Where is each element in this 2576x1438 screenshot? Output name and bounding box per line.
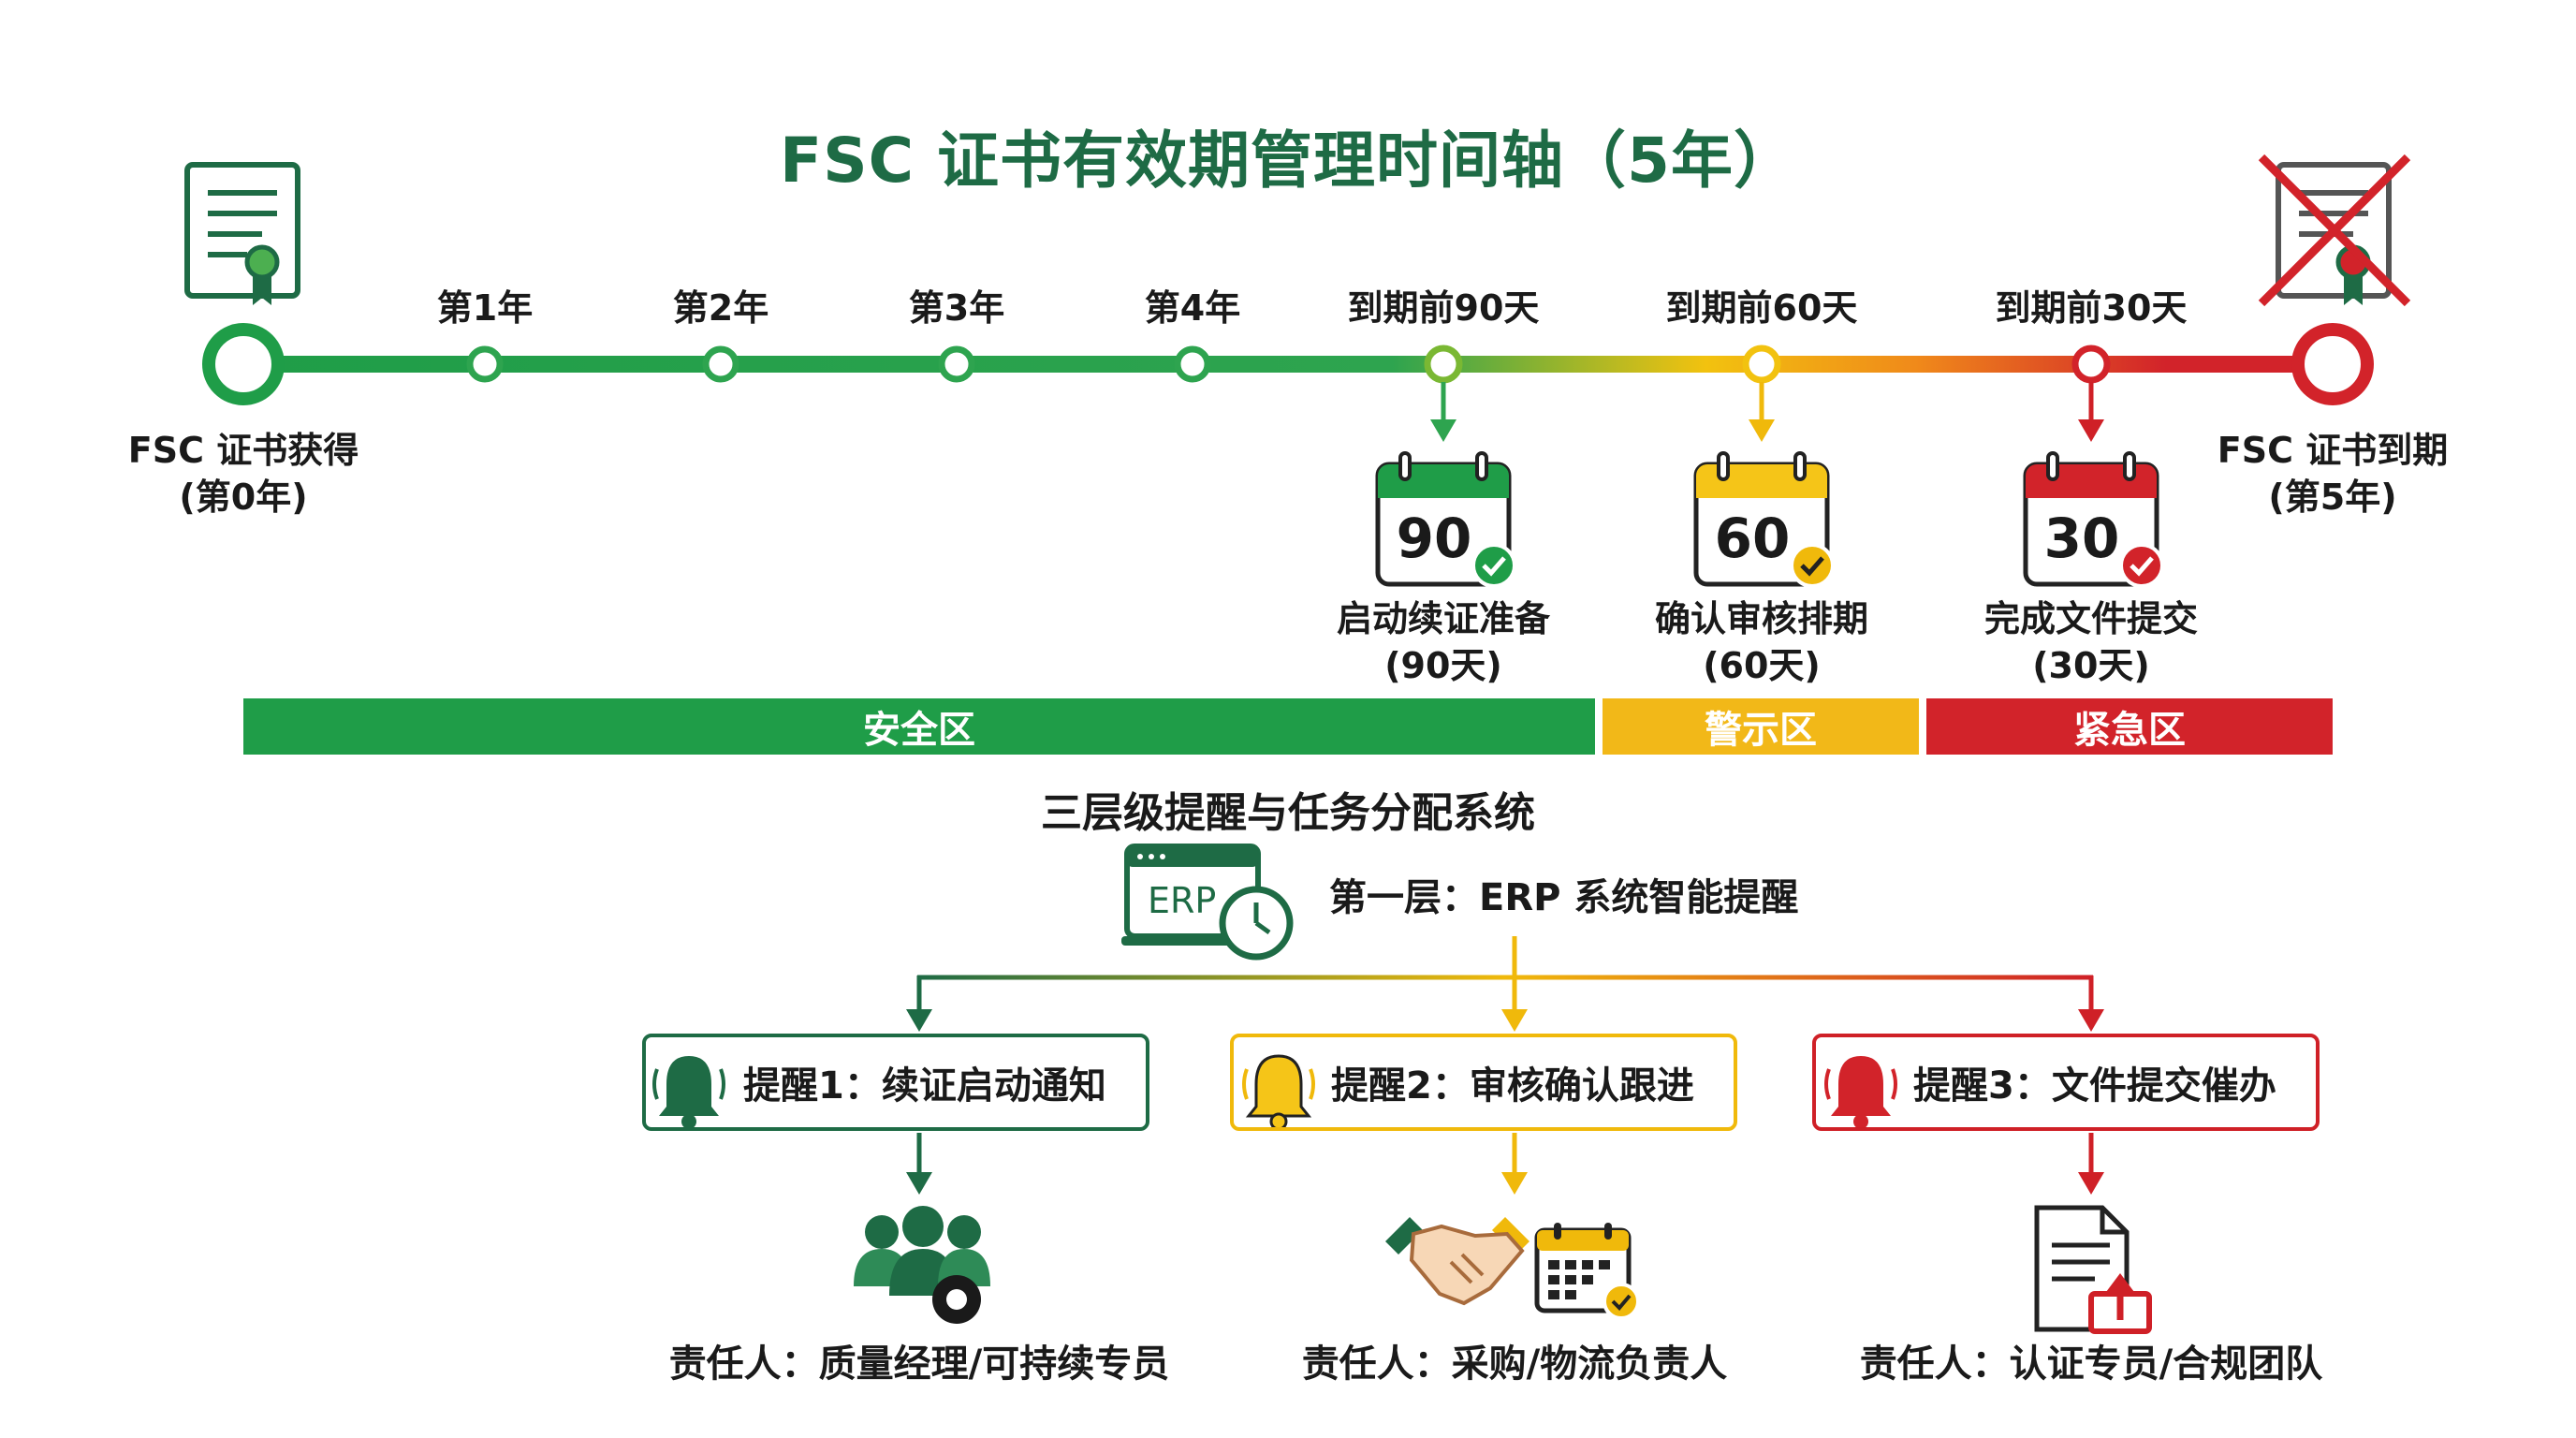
reminder-2-box: 提醒2：审核确认跟进 — [1230, 1034, 1737, 1131]
calendar-60-icon — [1693, 451, 1835, 588]
erp-icon-text: ERP — [1148, 880, 1216, 921]
responsible-1: 责任人：质量经理/可持续专员 — [668, 1343, 1170, 1386]
page-title: FSC 证书有效期管理时间轴（5年） — [780, 125, 1796, 197]
milestone-30-line2: (30天) — [2032, 645, 2150, 686]
timeline-end-node — [2291, 323, 2374, 405]
bell-icon-green — [652, 1056, 725, 1129]
milestone-60-caption: 确认审核排期 (60天) — [1612, 595, 1911, 689]
milestone-30-line1: 完成文件提交 — [1983, 598, 2198, 639]
milestone-90-line2: (90天) — [1384, 645, 1502, 686]
milestone-60-line2: (60天) — [1703, 645, 1821, 686]
reminder-2-label: 提醒2：审核确认跟进 — [1331, 1064, 1694, 1108]
zone-urgent: 紧急区 — [1926, 698, 2333, 755]
handshake-icon — [1385, 1217, 1530, 1306]
tick-label-year-4: 第4年 — [1144, 287, 1241, 329]
arrow-30 — [2078, 382, 2104, 442]
calendar-30-icon — [2023, 451, 2164, 588]
down-arrow-1 — [906, 1133, 932, 1195]
expired-certificate-icon — [2258, 154, 2411, 307]
reminder-3-box: 提醒3：文件提交催办 — [1812, 1034, 2320, 1131]
zone-safe: 安全区 — [243, 698, 1595, 755]
responsible-2: 责任人：采购/物流负责人 — [1301, 1343, 1728, 1386]
calendar-90-icon — [1375, 451, 1516, 588]
reminder-1-label: 提醒1：续证启动通知 — [743, 1064, 1106, 1108]
calendar-30-number: 30 — [2044, 506, 2120, 570]
milestone-60-line1: 确认审核排期 — [1654, 598, 1868, 639]
end-label-line2: (第5年) — [2268, 477, 2397, 518]
timeline-start-node — [202, 323, 285, 405]
responsible-3: 责任人：认证专员/合规团队 — [1859, 1343, 2323, 1386]
node-year-2 — [702, 345, 739, 383]
milestone-90-caption: 启动续证准备 (90天) — [1294, 595, 1593, 689]
branch-arrow-2 — [1501, 976, 1528, 1032]
start-label-line2: (第0年) — [179, 477, 308, 518]
bell-icon-yellow — [1242, 1054, 1315, 1131]
start-label: FSC 证书获得 (第0年) — [94, 427, 393, 521]
schedule-calendar-icon — [1534, 1223, 1640, 1320]
node-year-3 — [938, 345, 975, 383]
milestone-30-caption: 完成文件提交 (30天) — [1941, 595, 2241, 689]
tick-label-30-days: 到期前30天 — [1995, 287, 2188, 329]
zone-warning: 警示区 — [1603, 698, 1919, 755]
start-label-line1: FSC 证书获得 — [127, 430, 359, 471]
milestone-90-line1: 启动续证准备 — [1336, 598, 1550, 639]
calendar-90-number: 90 — [1397, 506, 1472, 570]
node-30-days — [2071, 345, 2111, 384]
tick-label-year-2: 第2年 — [672, 287, 769, 329]
node-year-1 — [466, 345, 504, 383]
node-90-days — [1424, 345, 1463, 384]
node-year-4 — [1174, 345, 1211, 383]
down-arrow-2 — [1501, 1133, 1528, 1195]
arrow-90 — [1430, 382, 1456, 442]
reminder-3-label: 提醒3：文件提交催办 — [1913, 1064, 2276, 1108]
document-upload-icon — [2034, 1205, 2152, 1334]
branch-arrow-1 — [906, 976, 932, 1032]
branch-arrow-3 — [2078, 976, 2104, 1032]
tick-label-year-1: 第1年 — [436, 287, 534, 329]
reminder-1-box: 提醒1：续证启动通知 — [642, 1034, 1149, 1131]
erp-layer-label: 第一层：ERP 系统智能提醒 — [1329, 876, 1799, 919]
timeline-line — [243, 356, 2333, 373]
erp-clock-icon — [1121, 844, 1294, 961]
tick-label-90-days: 到期前90天 — [1347, 287, 1540, 329]
arrow-60 — [1749, 382, 1775, 442]
end-label-line1: FSC 证书到期 — [2217, 430, 2449, 471]
calendar-60-number: 60 — [1715, 506, 1791, 570]
team-icon — [854, 1206, 990, 1324]
system-title: 三层级提醒与任务分配系统 — [1041, 789, 1535, 837]
tick-label-60-days: 到期前60天 — [1665, 287, 1858, 329]
end-label: FSC 证书到期 (第5年) — [2183, 427, 2482, 521]
certificate-icon — [184, 162, 300, 305]
node-60-days — [1742, 345, 1781, 384]
tick-label-year-3: 第3年 — [908, 287, 1005, 329]
bell-icon-red — [1824, 1056, 1897, 1129]
down-arrow-3 — [2078, 1133, 2104, 1195]
